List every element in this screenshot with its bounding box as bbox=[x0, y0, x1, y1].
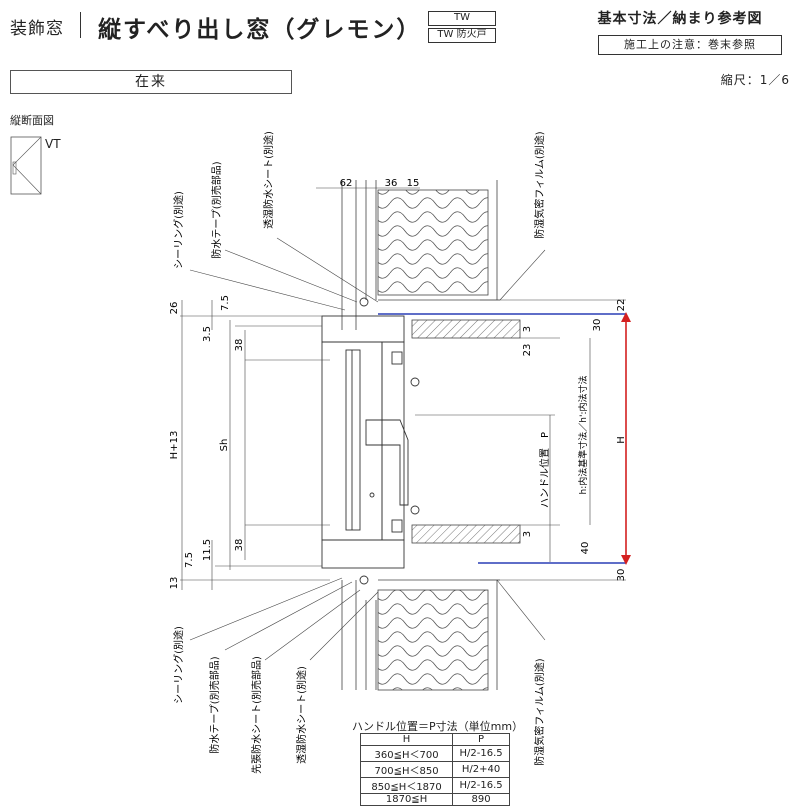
callout-breathable-sheet-bottom: 透湿防水シート(別途) bbox=[295, 666, 308, 764]
handle-position-table: H P 360≦H＜700 H/2-16.5 700≦H＜850 H/2+40 … bbox=[359, 733, 510, 806]
callout-waterproof-tape-top: 防水テープ(別売部品) bbox=[210, 161, 223, 258]
dim-30-bottom: 30 bbox=[616, 569, 627, 582]
cell-h: 850≦H＜1870 bbox=[359, 777, 454, 794]
inner-dimension-label: h:内法基準寸法／h':内法寸法 bbox=[577, 376, 589, 495]
view-label: VT bbox=[45, 137, 61, 151]
cell-p: H/2+40 bbox=[452, 761, 510, 778]
dim-7-5-top: 7.5 bbox=[220, 295, 231, 311]
sill-casing bbox=[411, 524, 521, 544]
callout-waterproof-tape-bottom: 防水テープ(別売部品) bbox=[208, 656, 221, 753]
section-bar: 在来 bbox=[10, 70, 292, 94]
dim-40: 40 bbox=[580, 542, 591, 555]
dim-h: H bbox=[616, 436, 627, 444]
table-header-row: H P bbox=[359, 733, 510, 746]
vt-window-icon bbox=[10, 136, 42, 195]
dim-26: 26 bbox=[169, 302, 180, 315]
callout-pre-sheet-bottom: 先張防水シート(別売部品) bbox=[250, 656, 263, 774]
callout-vapor-film-top: 防湿気密フィルム(別途) bbox=[533, 131, 546, 239]
dim-3-bottom: 3 bbox=[522, 531, 533, 537]
cell-h: 700≦H＜850 bbox=[359, 761, 454, 778]
dim-38-bottom: 38 bbox=[234, 539, 245, 552]
table-row: 360≦H＜700 H/2-16.5 bbox=[359, 745, 510, 762]
reference-title: 基本寸法／納まり参考図 bbox=[597, 11, 763, 27]
header-p: P bbox=[452, 733, 510, 746]
dim-h-plus-13: H+13 bbox=[169, 431, 180, 460]
category-label: 装飾窓 bbox=[10, 19, 64, 39]
head-casing bbox=[411, 319, 521, 339]
cell-p: H/2-16.5 bbox=[452, 745, 510, 762]
page-title: 縦すべり出し窓（グレモン） bbox=[98, 17, 422, 43]
tag-tw: TW bbox=[428, 11, 496, 26]
reference-note: 施工上の注意：巻末参照 bbox=[598, 35, 782, 55]
reference-lines bbox=[180, 187, 591, 581]
section-label: 縦断面図 bbox=[10, 114, 54, 127]
table-title: ハンドル位置＝P寸法（単位mm） bbox=[352, 720, 524, 733]
callout-sealing-top: シーリング(別途) bbox=[172, 191, 185, 269]
dim-7-5-bottom: 7.5 bbox=[184, 552, 195, 568]
dim-3-top: 3 bbox=[522, 326, 533, 332]
dim-sh: Sh bbox=[219, 439, 230, 452]
scale-label: 縮尺：1／6 bbox=[720, 73, 790, 87]
dim-23: 23 bbox=[522, 344, 533, 357]
dim-3-5: 3.5 bbox=[202, 326, 213, 342]
window-frame bbox=[321, 297, 420, 585]
table-row: 700≦H＜850 H/2+40 bbox=[359, 761, 510, 778]
header-h: H bbox=[359, 733, 454, 746]
wall-structure bbox=[341, 180, 500, 691]
cell-h: 360≦H＜700 bbox=[359, 745, 454, 762]
dim-22: 22 bbox=[616, 299, 627, 312]
cell-p: H/2-16.5 bbox=[452, 777, 510, 794]
table-row: 850≦H＜1870 H/2-16.5 bbox=[359, 777, 510, 794]
header-divider bbox=[80, 12, 81, 38]
dim-38-top: 38 bbox=[234, 339, 245, 352]
dim-30-top: 30 bbox=[592, 319, 603, 332]
tag-tw-fire: TW 防火戸 bbox=[428, 28, 496, 43]
dim-62: 62 bbox=[340, 178, 353, 189]
dim-13: 13 bbox=[169, 577, 180, 590]
handle-position-label: ハンドル位置 P bbox=[538, 432, 551, 508]
dim-15: 15 bbox=[407, 178, 420, 189]
dim-11-5: 11.5 bbox=[202, 539, 213, 561]
dim-vertical-left bbox=[181, 300, 246, 590]
callout-sealing-bottom: シーリング(別途) bbox=[172, 626, 185, 704]
callout-vapor-film-bottom: 防湿気密フィルム(別途) bbox=[533, 658, 546, 766]
callout-leaders bbox=[189, 237, 546, 661]
dim-36: 36 bbox=[385, 178, 398, 189]
callout-breathable-sheet-top: 透湿防水シート(別途) bbox=[262, 131, 275, 229]
